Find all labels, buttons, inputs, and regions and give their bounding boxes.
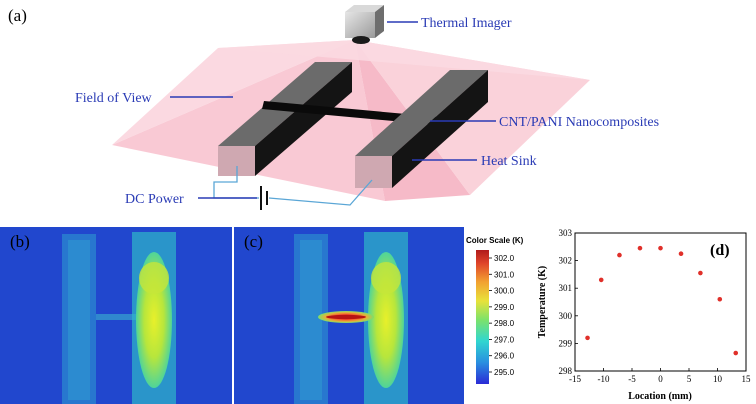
panel-c-label: (c) [244, 232, 263, 251]
data-point [678, 251, 684, 256]
field-of-view-label: Field of View [75, 91, 153, 106]
x-tick-label: -5 [628, 374, 636, 384]
data-point [698, 270, 703, 276]
chart-panel-label: (d) [710, 242, 730, 259]
x-tick-label: -10 [598, 374, 610, 384]
x-tick-label: 15 [742, 374, 752, 384]
y-tick-label: 302 [559, 256, 573, 266]
chart-ylabel: Temperature (K) [537, 266, 548, 339]
colorbar: Color Scale (K) 302.0 301.0 300.0 299.0 298.… [466, 236, 524, 384]
data-point [617, 252, 622, 258]
colorbar-ticks: 302.0 301.0 300.0 299.0 298.0 297.0 296.0 295.0 [489, 254, 515, 377]
x-tick-label: 10 [713, 374, 723, 384]
panel-a-label: (a) [8, 6, 27, 25]
colorbar-tick-label: 301.0 [494, 270, 515, 279]
y-tick-label: 300 [559, 311, 573, 321]
colorbar-tick-label: 297.0 [494, 335, 515, 344]
heat-sink-right [355, 70, 488, 188]
colorbar-title: Color Scale (K) [466, 236, 524, 245]
heat-sink-label: Heat Sink [481, 154, 537, 169]
data-point [717, 296, 723, 302]
data-point [585, 335, 590, 341]
data-point [637, 245, 643, 251]
thermal-imager-icon [345, 5, 384, 44]
panel-a: (a) [8, 5, 659, 210]
thermal-imager-label: Thermal Imager [421, 16, 512, 31]
leader-lines [170, 21, 496, 199]
y-tick-label: 299 [559, 338, 573, 348]
cnt-pani-label: CNT/PANI Nanocomposites [499, 115, 659, 130]
colorbar-tick-label: 298.0 [494, 319, 515, 328]
y-tick-label: 301 [559, 283, 573, 293]
panel-b-label: (b) [10, 232, 30, 251]
dc-power-label: DC Power [125, 192, 184, 207]
colorbar-tick-label: 302.0 [494, 254, 515, 263]
colorbar-gradient [476, 250, 489, 384]
chart-ticks: -15 -10 -5 0 5 10 15 298 299 300 301 302 303 [559, 228, 752, 384]
data-point [658, 245, 663, 251]
panel-c-thermal-image: (c) [234, 227, 464, 404]
x-tick-label: -15 [569, 374, 581, 384]
colorbar-tick-label: 296.0 [494, 352, 515, 361]
panel-b-thermal-image: (b) [0, 227, 232, 404]
x-tick-label: 5 [687, 374, 692, 384]
colorbar-tick-label: 300.0 [494, 287, 515, 296]
chart-xlabel: Location (mm) [628, 391, 692, 402]
data-point [598, 277, 604, 283]
x-tick-label: 0 [658, 374, 663, 384]
y-tick-label: 298 [559, 366, 573, 376]
chart-d: (d) Location (mm) Temperature (K) -15 -10… [537, 228, 751, 402]
y-tick-label: 303 [559, 228, 573, 238]
data-point [733, 350, 739, 356]
colorbar-tick-label: 295.0 [494, 368, 515, 377]
chart-points [585, 245, 739, 356]
colorbar-tick-label: 299.0 [494, 303, 515, 312]
